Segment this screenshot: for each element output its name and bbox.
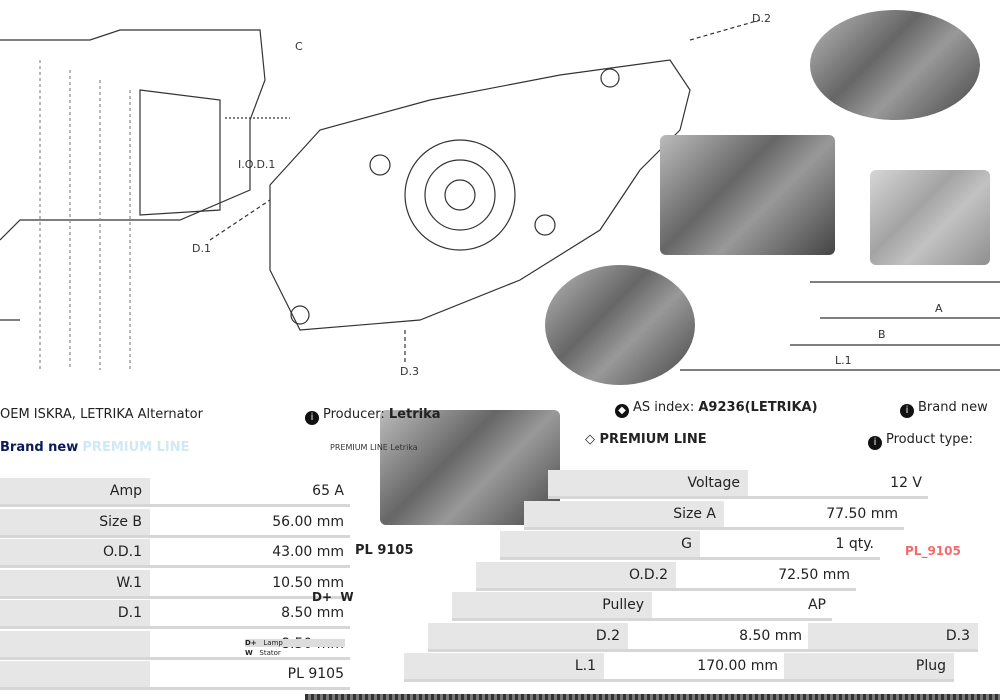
spec-key: Size A [524, 500, 724, 527]
alternator-photo-front [810, 10, 980, 120]
spec-key: Size B [0, 508, 150, 535]
alternator-photo-side [660, 135, 835, 255]
label-d3: D.3 [400, 365, 419, 378]
label-a: A [935, 302, 943, 315]
spec-key: L.1 [404, 653, 604, 679]
spec-value: 12 V [748, 470, 928, 496]
spec-key: G [500, 531, 700, 557]
legend-desc: Lamp [263, 639, 283, 647]
spec-key: W.1 [0, 569, 150, 596]
info-icon: i [305, 411, 319, 425]
product-title: OEM ISKRA, LETRIKA Alternator [0, 407, 203, 422]
legend-pin: D+ [245, 639, 257, 647]
legend-row: D+ Lamp [245, 639, 345, 647]
legend-desc: Stator [259, 649, 281, 657]
label-d2: D.2 [752, 12, 771, 25]
plug-code: PL 9105 [355, 543, 414, 558]
label-b: B [878, 328, 886, 341]
producer-label: Producer: [323, 407, 385, 422]
brand-new: Brand new PREMIUM LINE [0, 440, 190, 455]
as-index-label: AS index: [633, 400, 695, 415]
legend-row: W Stator [245, 649, 281, 657]
producer: i Producer: Letrika [305, 407, 441, 425]
as-index-value: A9236(LETRIKA) [698, 400, 818, 415]
plug-terminals: D+ W [312, 590, 354, 604]
spec-key: D.1 [0, 600, 150, 626]
spec-value: 65 A [150, 478, 350, 504]
as-index: ◆ AS index: A9236(LETRIKA) [615, 400, 818, 418]
spec-key: Pulley [452, 592, 652, 618]
brand-new-right-label: Brand new [918, 400, 988, 415]
spec-value: 72.50 mm [676, 561, 856, 588]
diamond-icon: ◇ [585, 432, 600, 447]
alternator-photo-right [870, 170, 990, 265]
alternator-photo-rear [545, 265, 695, 385]
spec-value: 56.00 mm [150, 508, 350, 535]
product-type: i Product type: [868, 432, 973, 450]
bottom-bar [305, 694, 1000, 700]
spec-key [0, 661, 150, 687]
label-l1: L.1 [835, 354, 852, 367]
brand-new-label: Brand new [0, 440, 79, 455]
info-icon: i [868, 436, 882, 450]
spec-key: O.D.1 [0, 539, 150, 565]
spec-value: AP [652, 592, 832, 618]
spec-value: 77.50 mm [724, 500, 904, 527]
premium-line: ◇ PREMIUM LINE [585, 432, 707, 447]
premium-line-faded: PREMIUM LINE [82, 440, 190, 455]
info-icon: i [900, 404, 914, 418]
spec-key [0, 630, 150, 657]
label-d1: D.1 [192, 242, 211, 255]
spec-key: Amp [0, 478, 150, 504]
producer-value: Letrika [388, 407, 441, 422]
spec-value: PL 9105 [150, 661, 350, 687]
spec-key: D.2 [428, 622, 628, 649]
spec-extra: Plug [784, 653, 954, 679]
spec-value: 10.50 mm [150, 569, 350, 596]
spec-key: Voltage [548, 470, 748, 496]
legend-pin: W [245, 649, 253, 657]
label-iod1: I.O.D.1 [238, 158, 276, 171]
spec-value: 8.50 mm [628, 622, 808, 649]
spec-extra: D.3 [808, 622, 978, 649]
tag-icon: ◆ [615, 404, 629, 418]
spec-value: 8.50 mm [150, 600, 350, 626]
label-c: C [295, 40, 303, 53]
spec-key: O.D.2 [476, 561, 676, 588]
plug-code-red: PL_9105 [905, 544, 961, 558]
small-caption: PREMIUM LINE Letrika [330, 443, 418, 452]
spec-value: 1 qty. [700, 531, 880, 557]
premium-line-label: PREMIUM LINE [599, 432, 707, 447]
spec-value: 43.00 mm [150, 539, 350, 565]
brand-new-right: i Brand new [900, 400, 988, 418]
spec-value: 170.00 mm [604, 653, 784, 679]
table-row: PL 9105 [0, 661, 350, 690]
product-type-label: Product type: [886, 432, 973, 447]
